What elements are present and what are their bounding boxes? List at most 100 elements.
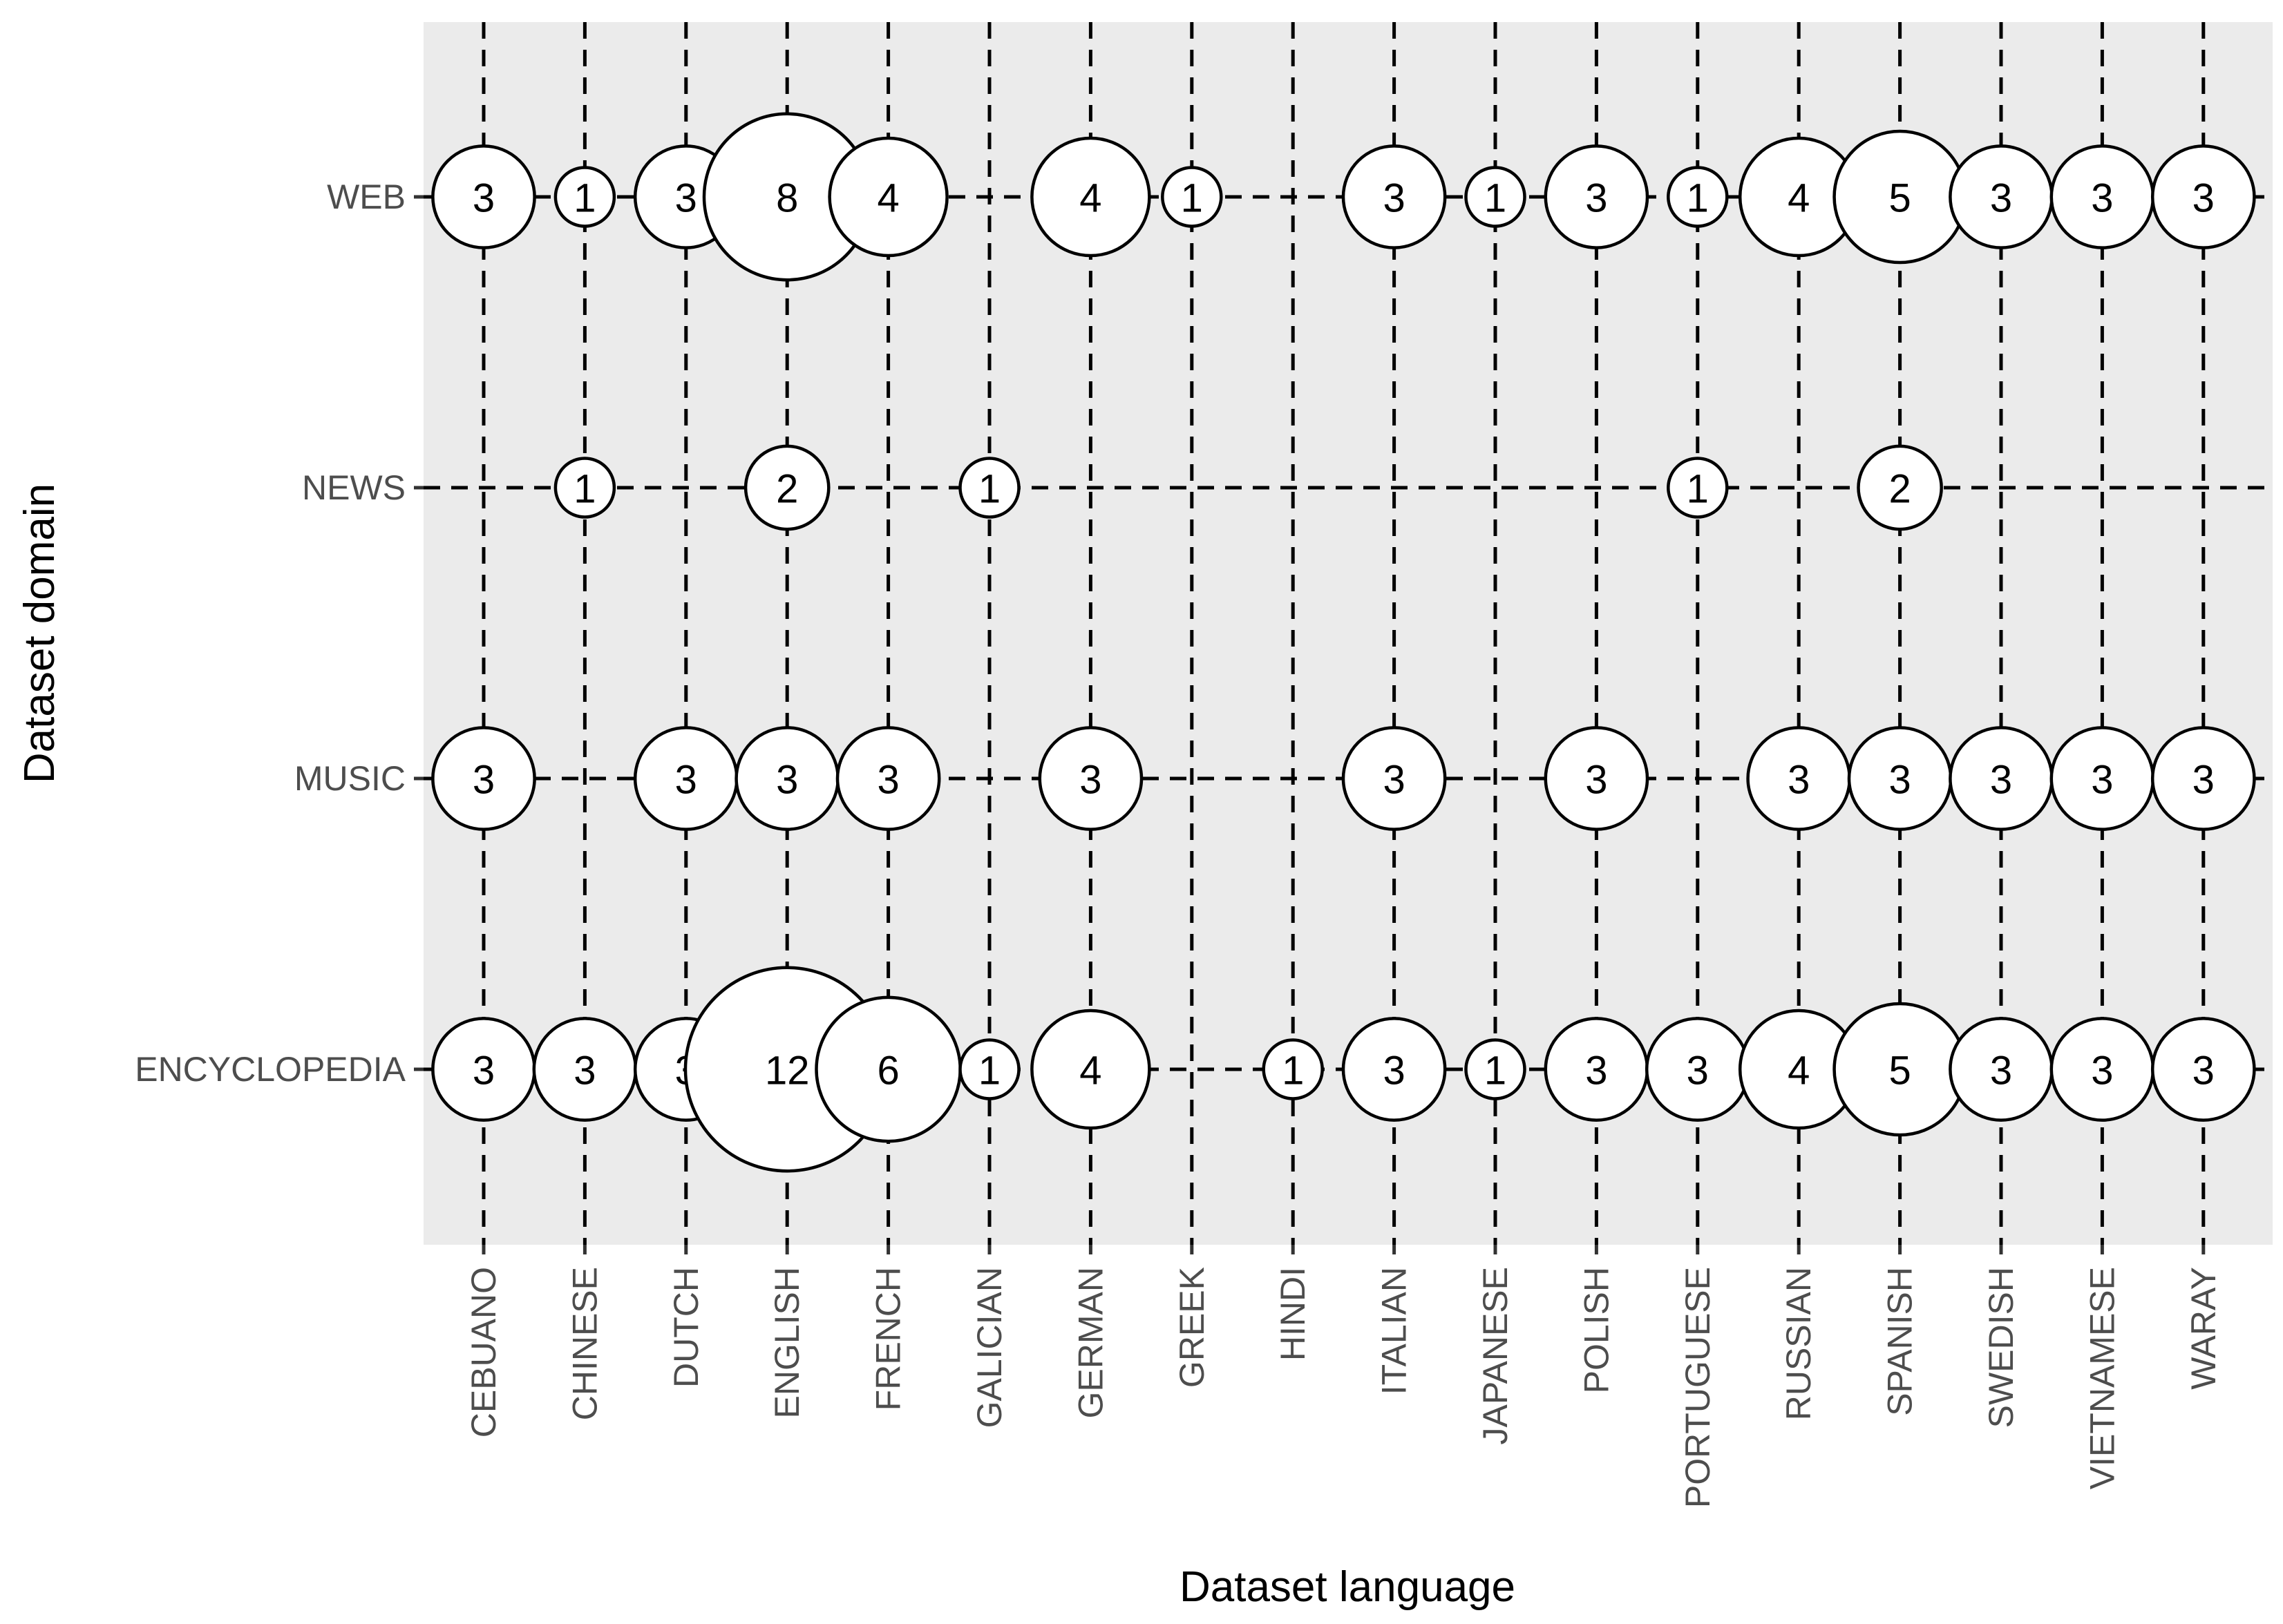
bubble-music-polish: 3: [1544, 726, 1649, 831]
bubble-value-label: 1: [1282, 1049, 1304, 1093]
bubble-web-chinese: 1: [553, 166, 616, 228]
x-tick-label-waray: WARAY: [2184, 1267, 2223, 1390]
bubble-value-label: 3: [1585, 176, 1607, 221]
bubble-web-portuguese: 1: [1667, 166, 1729, 228]
bubble-value-label: 1: [574, 176, 596, 221]
bubble-value-label: 3: [2091, 176, 2113, 221]
bubble-circle: [1030, 1009, 1151, 1130]
bubble-value-label: 3: [877, 758, 899, 803]
x-tick-label-swedish: SWEDISH: [1982, 1267, 2020, 1428]
bubble-encyclopedia-hindi: 1: [1262, 1038, 1324, 1100]
bubble-encyclopedia-cebuano: 3: [431, 1017, 536, 1122]
x-tick-label-galician: GALICIAN: [970, 1267, 1009, 1428]
bubble-circle: [1857, 444, 1943, 531]
bubble-circle: [1030, 136, 1151, 258]
bubble-web-vietnamese: 3: [2049, 144, 2155, 249]
x-tick-label-italian: ITALIAN: [1375, 1267, 1414, 1395]
bubble-music-italian: 3: [1341, 726, 1447, 831]
bubble-value-label: 3: [776, 758, 798, 803]
bubble-circle: [1341, 726, 1447, 831]
bubble-value-label: 3: [1079, 758, 1101, 803]
bubble-value-label: 3: [473, 758, 495, 803]
bubble-web-french: 4: [828, 136, 949, 258]
bubble-value-label: 1: [978, 467, 1001, 512]
bubble-music-waray: 3: [2150, 726, 2256, 831]
bubble-encyclopedia-polish: 3: [1544, 1017, 1649, 1122]
bubble-circle: [1464, 166, 1526, 228]
bubble-encyclopedia-italian: 3: [1341, 1017, 1447, 1122]
bubble-value-label: 2: [776, 467, 798, 512]
bubble-music-vietnamese: 3: [2049, 726, 2155, 831]
bubble-music-swedish: 3: [1949, 726, 2054, 831]
x-tick-label-hindi: HINDI: [1273, 1267, 1312, 1361]
bubble-value-label: 2: [1888, 467, 1911, 512]
x-tick-label-vietnamese: VIETNAMESE: [2083, 1267, 2121, 1489]
bubble-circle: [1667, 166, 1729, 228]
bubble-web-spanish: 5: [1832, 129, 1967, 265]
bubble-circle: [1161, 166, 1223, 228]
bubble-value-label: 3: [2091, 1049, 2113, 1093]
bubble-circle: [2150, 1017, 2256, 1122]
bubble-circle: [1262, 1038, 1324, 1100]
bubble-value-label: 1: [1181, 176, 1203, 221]
bubble-circle: [1544, 144, 1649, 249]
x-tick-label-english: ENGLISH: [768, 1267, 806, 1419]
bubble-value-label: 3: [1990, 1049, 2012, 1093]
bubble-value-label: 6: [877, 1049, 899, 1093]
bubble-value-label: 5: [1888, 1049, 1911, 1093]
bubble-value-label: 1: [978, 1049, 1001, 1093]
bubble-news-chinese: 1: [553, 457, 616, 519]
bubble-music-cebuano: 3: [431, 726, 536, 831]
bubble-web-italian: 3: [1341, 144, 1447, 249]
bubble-encyclopedia-swedish: 3: [1949, 1017, 2054, 1122]
bubble-value-label: 1: [1687, 176, 1709, 221]
bubble-web-waray: 3: [2150, 144, 2256, 249]
bubble-circle: [1341, 1017, 1447, 1122]
bubble-value-label: 5: [1888, 176, 1911, 221]
bubble-value-label: 3: [1888, 758, 1911, 803]
x-tick-label-chinese: CHINESE: [565, 1267, 604, 1420]
bubble-encyclopedia-french: 6: [815, 995, 962, 1143]
bubble-news-portuguese: 1: [1667, 457, 1729, 519]
bubble-circle: [553, 457, 616, 519]
bubble-web-greek: 1: [1161, 166, 1223, 228]
bubble-music-english: 3: [735, 726, 840, 831]
bubble-value-label: 3: [1383, 1049, 1405, 1093]
bubble-circle: [1667, 457, 1729, 519]
bubble-circle: [431, 726, 536, 831]
bubble-encyclopedia-japanese: 1: [1464, 1038, 1526, 1100]
x-tick-label-polish: POLISH: [1577, 1267, 1616, 1393]
bubble-circle: [958, 1038, 1021, 1100]
bubble-web-polish: 3: [1544, 144, 1649, 249]
bubble-value-label: 1: [1687, 467, 1709, 512]
bubble-value-label: 3: [1585, 758, 1607, 803]
x-tick-label-russian: RUSSIAN: [1779, 1267, 1818, 1420]
bubble-value-label: 4: [1788, 1049, 1810, 1093]
bubble-circle: [1038, 726, 1144, 831]
bubble-music-russian: 3: [1746, 726, 1852, 831]
bubble-web-swedish: 3: [1949, 144, 2054, 249]
bubbles: 3138441313145333121123333333333333331261…: [431, 112, 2256, 1173]
bubble-news-galician: 1: [958, 457, 1021, 519]
bubble-value-label: 3: [1687, 1049, 1709, 1093]
bubble-value-label: 4: [877, 176, 899, 221]
bubble-music-spanish: 3: [1847, 726, 1953, 831]
bubble-encyclopedia-german: 4: [1030, 1009, 1151, 1130]
axis-ticks: [414, 195, 2206, 1254]
bubble-web-german: 4: [1030, 136, 1151, 258]
bubble-value-label: 1: [574, 467, 596, 512]
bubble-value-label: 3: [2192, 1049, 2215, 1093]
bubble-value-label: 3: [574, 1049, 596, 1093]
bubble-value-label: 8: [776, 176, 798, 221]
x-tick-label-cebuano: CEBUANO: [464, 1267, 503, 1437]
bubble-value-label: 3: [2091, 758, 2113, 803]
bubble-value-label: 4: [1079, 176, 1101, 221]
bubble-encyclopedia-russian: 4: [1738, 1009, 1859, 1130]
bubble-circle: [1464, 1038, 1526, 1100]
bubble-music-german: 3: [1038, 726, 1144, 831]
bubble-value-label: 3: [1990, 176, 2012, 221]
bubble-value-label: 4: [1079, 1049, 1101, 1093]
bubble-value-label: 4: [1788, 176, 1810, 221]
